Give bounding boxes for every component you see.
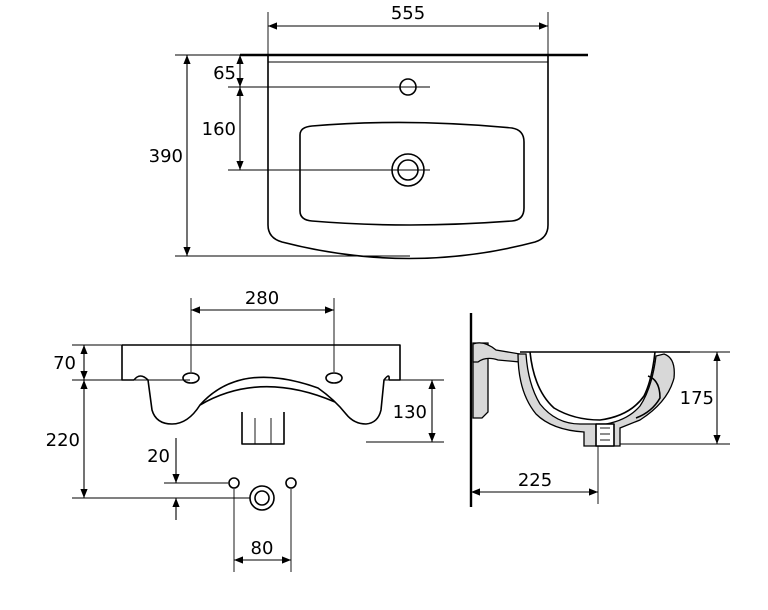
dim-label-20: 20	[147, 446, 170, 467]
basin-body-section	[517, 353, 675, 447]
rim-outline-front	[121, 344, 401, 381]
dim-label-555: 555	[391, 3, 425, 24]
mount-hole-right-icon	[325, 372, 343, 384]
front-view: 280 70 220 130 20 80	[46, 288, 444, 572]
dim-label-130: 130	[393, 402, 427, 423]
overflow-channel-side	[635, 375, 661, 419]
drain-neck-front	[241, 412, 285, 445]
dim-label-280: 280	[245, 288, 279, 309]
dim-label-390: 390	[149, 146, 183, 167]
dim-label-65: 65	[213, 63, 236, 84]
side-section-view: 175 225	[469, 313, 730, 507]
bowl-underside-front	[199, 385, 336, 406]
waste-inner-icon	[254, 490, 270, 506]
dim-label-220: 220	[46, 430, 80, 451]
drain-socket-side	[595, 423, 615, 447]
dim-label-160: 160	[202, 119, 236, 140]
dim-label-175: 175	[680, 388, 714, 409]
dim-label-80: 80	[251, 538, 274, 559]
waste-outer-icon	[249, 485, 275, 511]
dim-label-225: 225	[518, 470, 552, 491]
bowl-outline-top	[299, 121, 525, 226]
inner-bowl-line-side	[529, 351, 656, 421]
mount-hole-left-icon	[182, 372, 200, 384]
basin-outline-top	[267, 55, 549, 260]
supply-hole-left-icon	[228, 477, 240, 489]
rear-rim-section	[472, 342, 521, 363]
pedestal-outline-front	[133, 375, 390, 425]
supply-hole-right-icon	[285, 477, 297, 489]
top-view: 555 65 160 390	[149, 3, 588, 260]
dim-label-70: 70	[53, 353, 76, 374]
